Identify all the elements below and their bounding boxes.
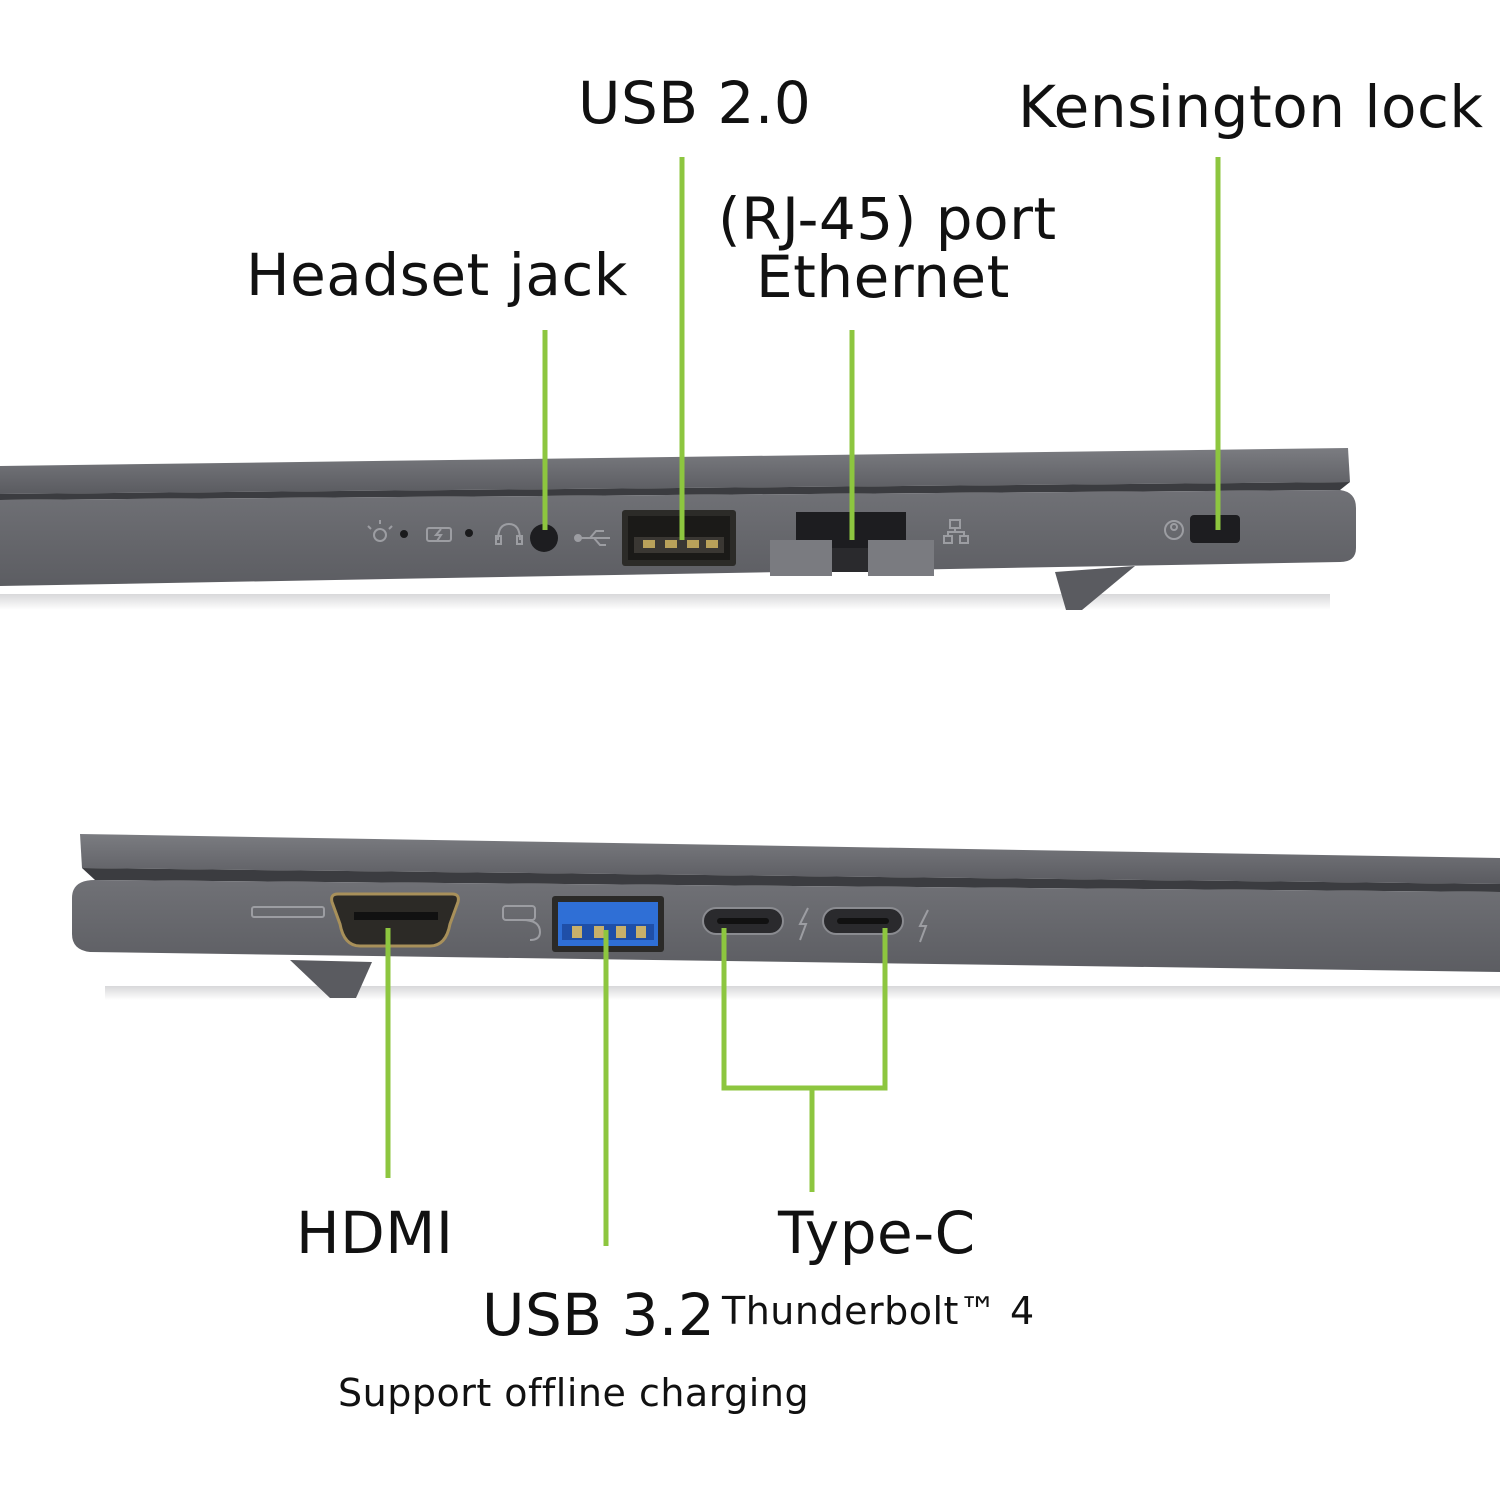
typec-port-2 — [822, 907, 904, 935]
usb-icon — [574, 530, 610, 546]
lock-icon — [1164, 520, 1184, 540]
power-led-icon — [367, 520, 393, 542]
hdmi-logo-icon — [251, 906, 325, 918]
top-shadow — [0, 594, 1330, 610]
callout-lines — [385, 157, 1221, 1246]
kensington-slot — [1190, 515, 1240, 543]
top-gap — [0, 482, 1350, 500]
typec-port-1 — [702, 907, 784, 935]
top-lid — [0, 448, 1350, 494]
headset-label: Headset jack — [246, 241, 628, 309]
usb2-label: USB 2.0 — [578, 69, 812, 137]
power-led — [400, 530, 408, 538]
bottom-gap — [82, 868, 1500, 892]
bottom-base — [72, 880, 1500, 972]
bottom-rubber-foot — [290, 960, 372, 998]
laptop-left-side — [72, 834, 1500, 1000]
usb2-port — [622, 510, 736, 566]
typec-label: Type-C — [778, 1199, 976, 1267]
laptop-right-side — [0, 448, 1356, 610]
kensington-label: Kensington lock — [1018, 73, 1484, 141]
typec-bracket-line — [721, 928, 888, 1091]
battery-led-icon — [426, 527, 452, 542]
ethernet-label-line1: (RJ-45) port — [718, 185, 1057, 253]
headset-icon — [495, 522, 523, 545]
battery-led — [465, 529, 473, 537]
network-icon — [943, 519, 969, 544]
top-rubber-foot — [1055, 566, 1135, 610]
usb-charge-icon — [502, 905, 542, 941]
thunderbolt-icon-2 — [918, 909, 929, 943]
offline-charging-label: Support offline charging — [338, 1371, 810, 1415]
bottom-shadow — [105, 986, 1500, 1000]
hdmi-label: HDMI — [296, 1199, 454, 1267]
headset-jack-port — [530, 524, 558, 552]
thunderbolt-label: Thunderbolt™ 4 — [722, 1289, 1035, 1333]
hdmi-port — [330, 892, 460, 948]
thunderbolt-icon — [798, 907, 809, 941]
bottom-lid — [80, 834, 1500, 884]
usb3-label: USB 3.2 — [482, 1281, 716, 1349]
ethernet-label-line2: Ethernet — [756, 243, 1010, 311]
